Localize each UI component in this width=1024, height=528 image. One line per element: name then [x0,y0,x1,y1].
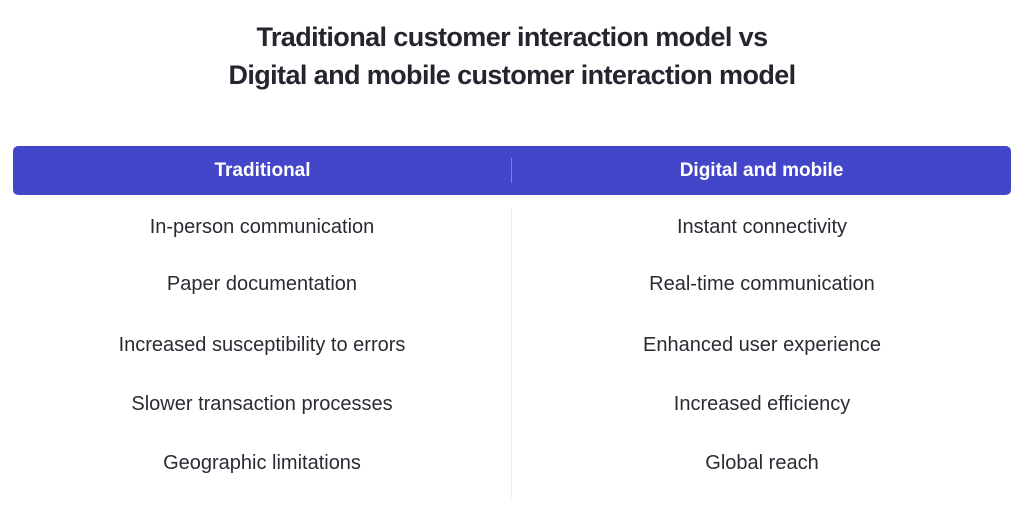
table-cell: Enhanced user experience [643,334,881,356]
page-title: Traditional customer interaction model v… [0,18,1024,94]
title-line-1: Traditional customer interaction model v… [256,22,768,52]
title-line-2: Digital and mobile customer interaction … [228,60,796,90]
column-header-digital-mobile: Digital and mobile [679,159,844,181]
table-cell: Increased efficiency [673,393,851,415]
header-divider [511,158,512,183]
comparison-table-header: Traditional Digital and mobile [13,146,1011,195]
column-divider [511,208,512,498]
table-cell: Real-time communication [649,273,875,295]
table-cell: In-person communication [149,216,375,238]
column-header-traditional: Traditional [214,159,311,181]
table-cell: Paper documentation [166,273,358,295]
table-cell: Geographic limitations [163,452,361,474]
table-cell: Slower transaction processes [131,393,393,415]
table-cell: Increased susceptibility to errors [118,334,406,356]
table-cell: Global reach [705,452,819,474]
table-cell: Instant connectivity [676,216,848,238]
